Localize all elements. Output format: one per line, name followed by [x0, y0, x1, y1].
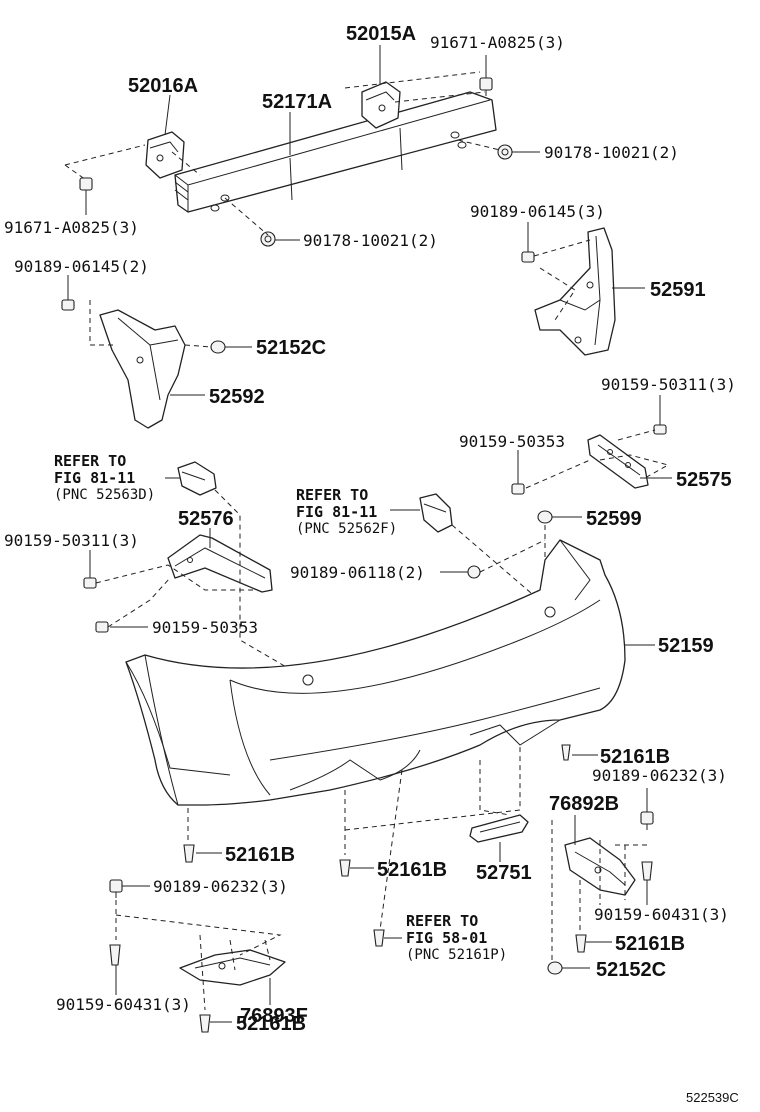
- label-76893f: 76893F: [240, 1005, 308, 1027]
- clip-52161b-right-icon: [561, 744, 571, 761]
- label-76892b: 76892B: [549, 793, 619, 815]
- label-90159-60431-left: 90159-60431(3): [56, 995, 191, 1014]
- clip-52161b-left-icon: [183, 844, 195, 863]
- ref-left-line2: FIG 81-11: [54, 469, 135, 487]
- label-90189-06232-right: 90189-06232(3): [592, 766, 727, 785]
- rear-bumper-cover: [125, 539, 626, 806]
- label-52592: 52592: [209, 386, 265, 408]
- label-52161b-bottom: 52161B: [236, 1013, 306, 1035]
- label-52015a: 52015A: [346, 23, 416, 45]
- label-90159-50311-right: 90159-50311(3): [601, 375, 736, 394]
- label-90189-06145-2: 90189-06145(2): [14, 257, 149, 276]
- bolt-90159-60431-left-icon: [109, 944, 121, 966]
- label-90189-06145-3: 90189-06145(3): [470, 202, 605, 221]
- bolt-90189-06145-2-icon: [61, 299, 75, 311]
- label-52016a: 52016A: [128, 75, 198, 97]
- bracket-52592: [99, 309, 186, 429]
- label-52159: 52159: [658, 635, 714, 657]
- ref-bottom-line2: FIG 58-01: [406, 929, 487, 947]
- bolt-90189-06145-3-icon: [521, 251, 535, 263]
- ref-mid-line3: (PNC 52562F): [296, 521, 397, 537]
- bolt-90159-50353-left-icon: [95, 621, 109, 633]
- bolt-90159-50311-left-icon: [83, 577, 97, 589]
- bolt-90159-60431-right-icon: [641, 861, 653, 881]
- bracket-76892b: [564, 837, 636, 896]
- bolt-91671-top-icon: [479, 77, 493, 96]
- bolt-90189-06232-left-icon: [109, 879, 123, 898]
- grille-52751: [469, 814, 529, 843]
- bracket-52015a: [361, 81, 401, 129]
- bolt-90189-06118-icon: [467, 565, 481, 579]
- bracket-52591: [534, 227, 616, 356]
- ref-left-line3: (PNC 52563D): [54, 487, 155, 503]
- bracket-52016a: [145, 131, 185, 179]
- rear-bumper-reinforcement: [174, 91, 497, 213]
- label-90159-60431-right: 90159-60431(3): [594, 905, 729, 924]
- label-52751: 52751: [476, 862, 532, 884]
- bolt-90159-50311-right-icon: [653, 424, 667, 435]
- label-52161b-right: 52161B: [600, 746, 670, 768]
- label-52575: 52575: [676, 469, 732, 491]
- bracket-52563d: [177, 461, 217, 496]
- ref-left-line1: REFER TO: [54, 452, 126, 470]
- label-52161b-lowright: 52161B: [615, 933, 685, 955]
- bracket-52562f: [419, 493, 453, 533]
- bracket-76893f: [179, 949, 286, 986]
- label-90159-50311-left: 90159-50311(3): [4, 531, 139, 550]
- retainer-52576: [167, 534, 273, 593]
- bolt-91671-left-icon: [79, 177, 93, 196]
- ref-mid-line2: FIG 81-11: [296, 503, 377, 521]
- ref-bottom-line1: REFER TO: [406, 912, 478, 930]
- bolt-90189-06232-right-icon: [640, 811, 654, 830]
- label-52152c-top: 52152C: [256, 337, 326, 359]
- label-90178-10021-bottom: 90178-10021(2): [303, 231, 438, 250]
- label-90159-50353-left: 90159-50353: [152, 618, 258, 637]
- bolt-90159-50353-right-icon: [511, 483, 525, 495]
- label-91671-a0825-left: 91671-A0825(3): [4, 218, 139, 237]
- clip-52161p-icon: [373, 929, 385, 947]
- label-52161b-mid: 52161B: [377, 859, 447, 881]
- ref-mid-line1: REFER TO: [296, 486, 368, 504]
- clip-52161b-lowright-icon: [575, 934, 587, 953]
- nut-90178-bottom-icon: [260, 231, 276, 247]
- label-52152c-bottom: 52152C: [596, 959, 666, 981]
- label-90178-10021-right: 90178-10021(2): [544, 143, 679, 162]
- diagram-code: 522539C: [686, 1090, 739, 1105]
- label-52599: 52599: [586, 508, 642, 530]
- clip-52161b-bottom-icon: [199, 1014, 211, 1033]
- retainer-52575: [587, 434, 649, 489]
- label-52576: 52576: [178, 508, 234, 530]
- label-52591: 52591: [650, 279, 706, 301]
- nut-90178-right-icon: [497, 144, 513, 160]
- clip-52599-icon: [537, 510, 553, 524]
- label-52161b-left: 52161B: [225, 844, 295, 866]
- clip-52152c-top-icon: [210, 340, 235, 354]
- clip-52161b-mid-icon: [339, 859, 351, 877]
- label-90159-50353-right: 90159-50353: [459, 432, 565, 451]
- label-52171a: 52171A: [262, 91, 332, 113]
- ref-bottom-line3: (PNC 52161P): [406, 947, 507, 963]
- label-90189-06118: 90189-06118(2): [290, 563, 425, 582]
- clip-52152c-bottom-icon: [547, 961, 563, 975]
- label-90189-06232-left: 90189-06232(3): [153, 877, 288, 896]
- label-91671-a0825-top: 91671-A0825(3): [430, 33, 565, 52]
